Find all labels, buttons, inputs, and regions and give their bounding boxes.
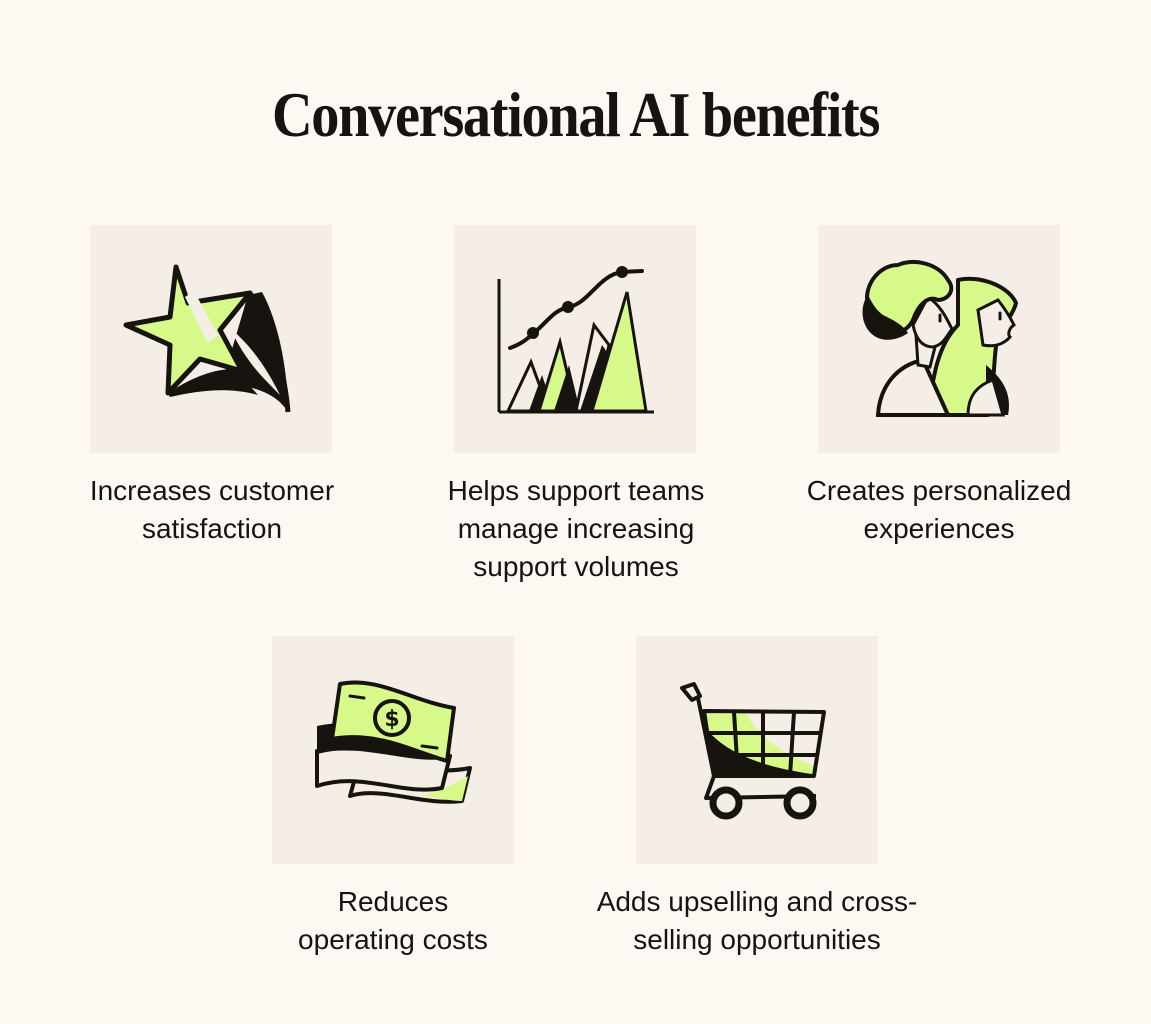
caption-line: Creates personalized: [806, 475, 1072, 506]
svg-text:$: $: [384, 707, 399, 732]
benefit-caption-upselling: Adds upselling and cross- selling opport…: [587, 883, 927, 959]
benefit-caption-satisfaction: Increases customer satisfaction: [42, 472, 382, 548]
benefit-card-operating-costs: $: [272, 636, 514, 864]
caption-line: operating costs: [298, 924, 488, 955]
benefit-card-upselling: [636, 636, 878, 864]
caption-line: Adds upselling and cross-: [596, 886, 918, 917]
caption-line: manage increasing: [457, 513, 695, 544]
benefit-card-satisfaction: [90, 225, 332, 453]
caption-line: selling opportunities: [633, 924, 881, 955]
caption-line: satisfaction: [141, 513, 283, 544]
caption-line: experiences: [863, 513, 1015, 544]
benefit-caption-operating-costs: Reduces operating costs: [223, 883, 563, 959]
benefit-caption-personalized: Creates personalized experiences: [769, 472, 1109, 548]
benefit-card-personalized: [818, 225, 1060, 453]
growth-chart-icon: [497, 266, 654, 414]
caption-line: support volumes: [473, 551, 679, 582]
two-people-icon: [862, 260, 1018, 417]
benefit-card-support-volumes: [454, 225, 696, 453]
benefit-caption-support-volumes: Helps support teams manage increasing su…: [406, 472, 746, 586]
shooting-star-icon: [123, 264, 291, 413]
shopping-cart-icon: [680, 682, 826, 820]
caption-line: Helps support teams: [447, 475, 705, 506]
money-bills-icon: $: [315, 680, 472, 804]
caption-line: Reduces: [337, 886, 449, 917]
page-title: Conversational AI benefits: [271, 79, 880, 150]
caption-line: Increases customer: [89, 475, 335, 506]
